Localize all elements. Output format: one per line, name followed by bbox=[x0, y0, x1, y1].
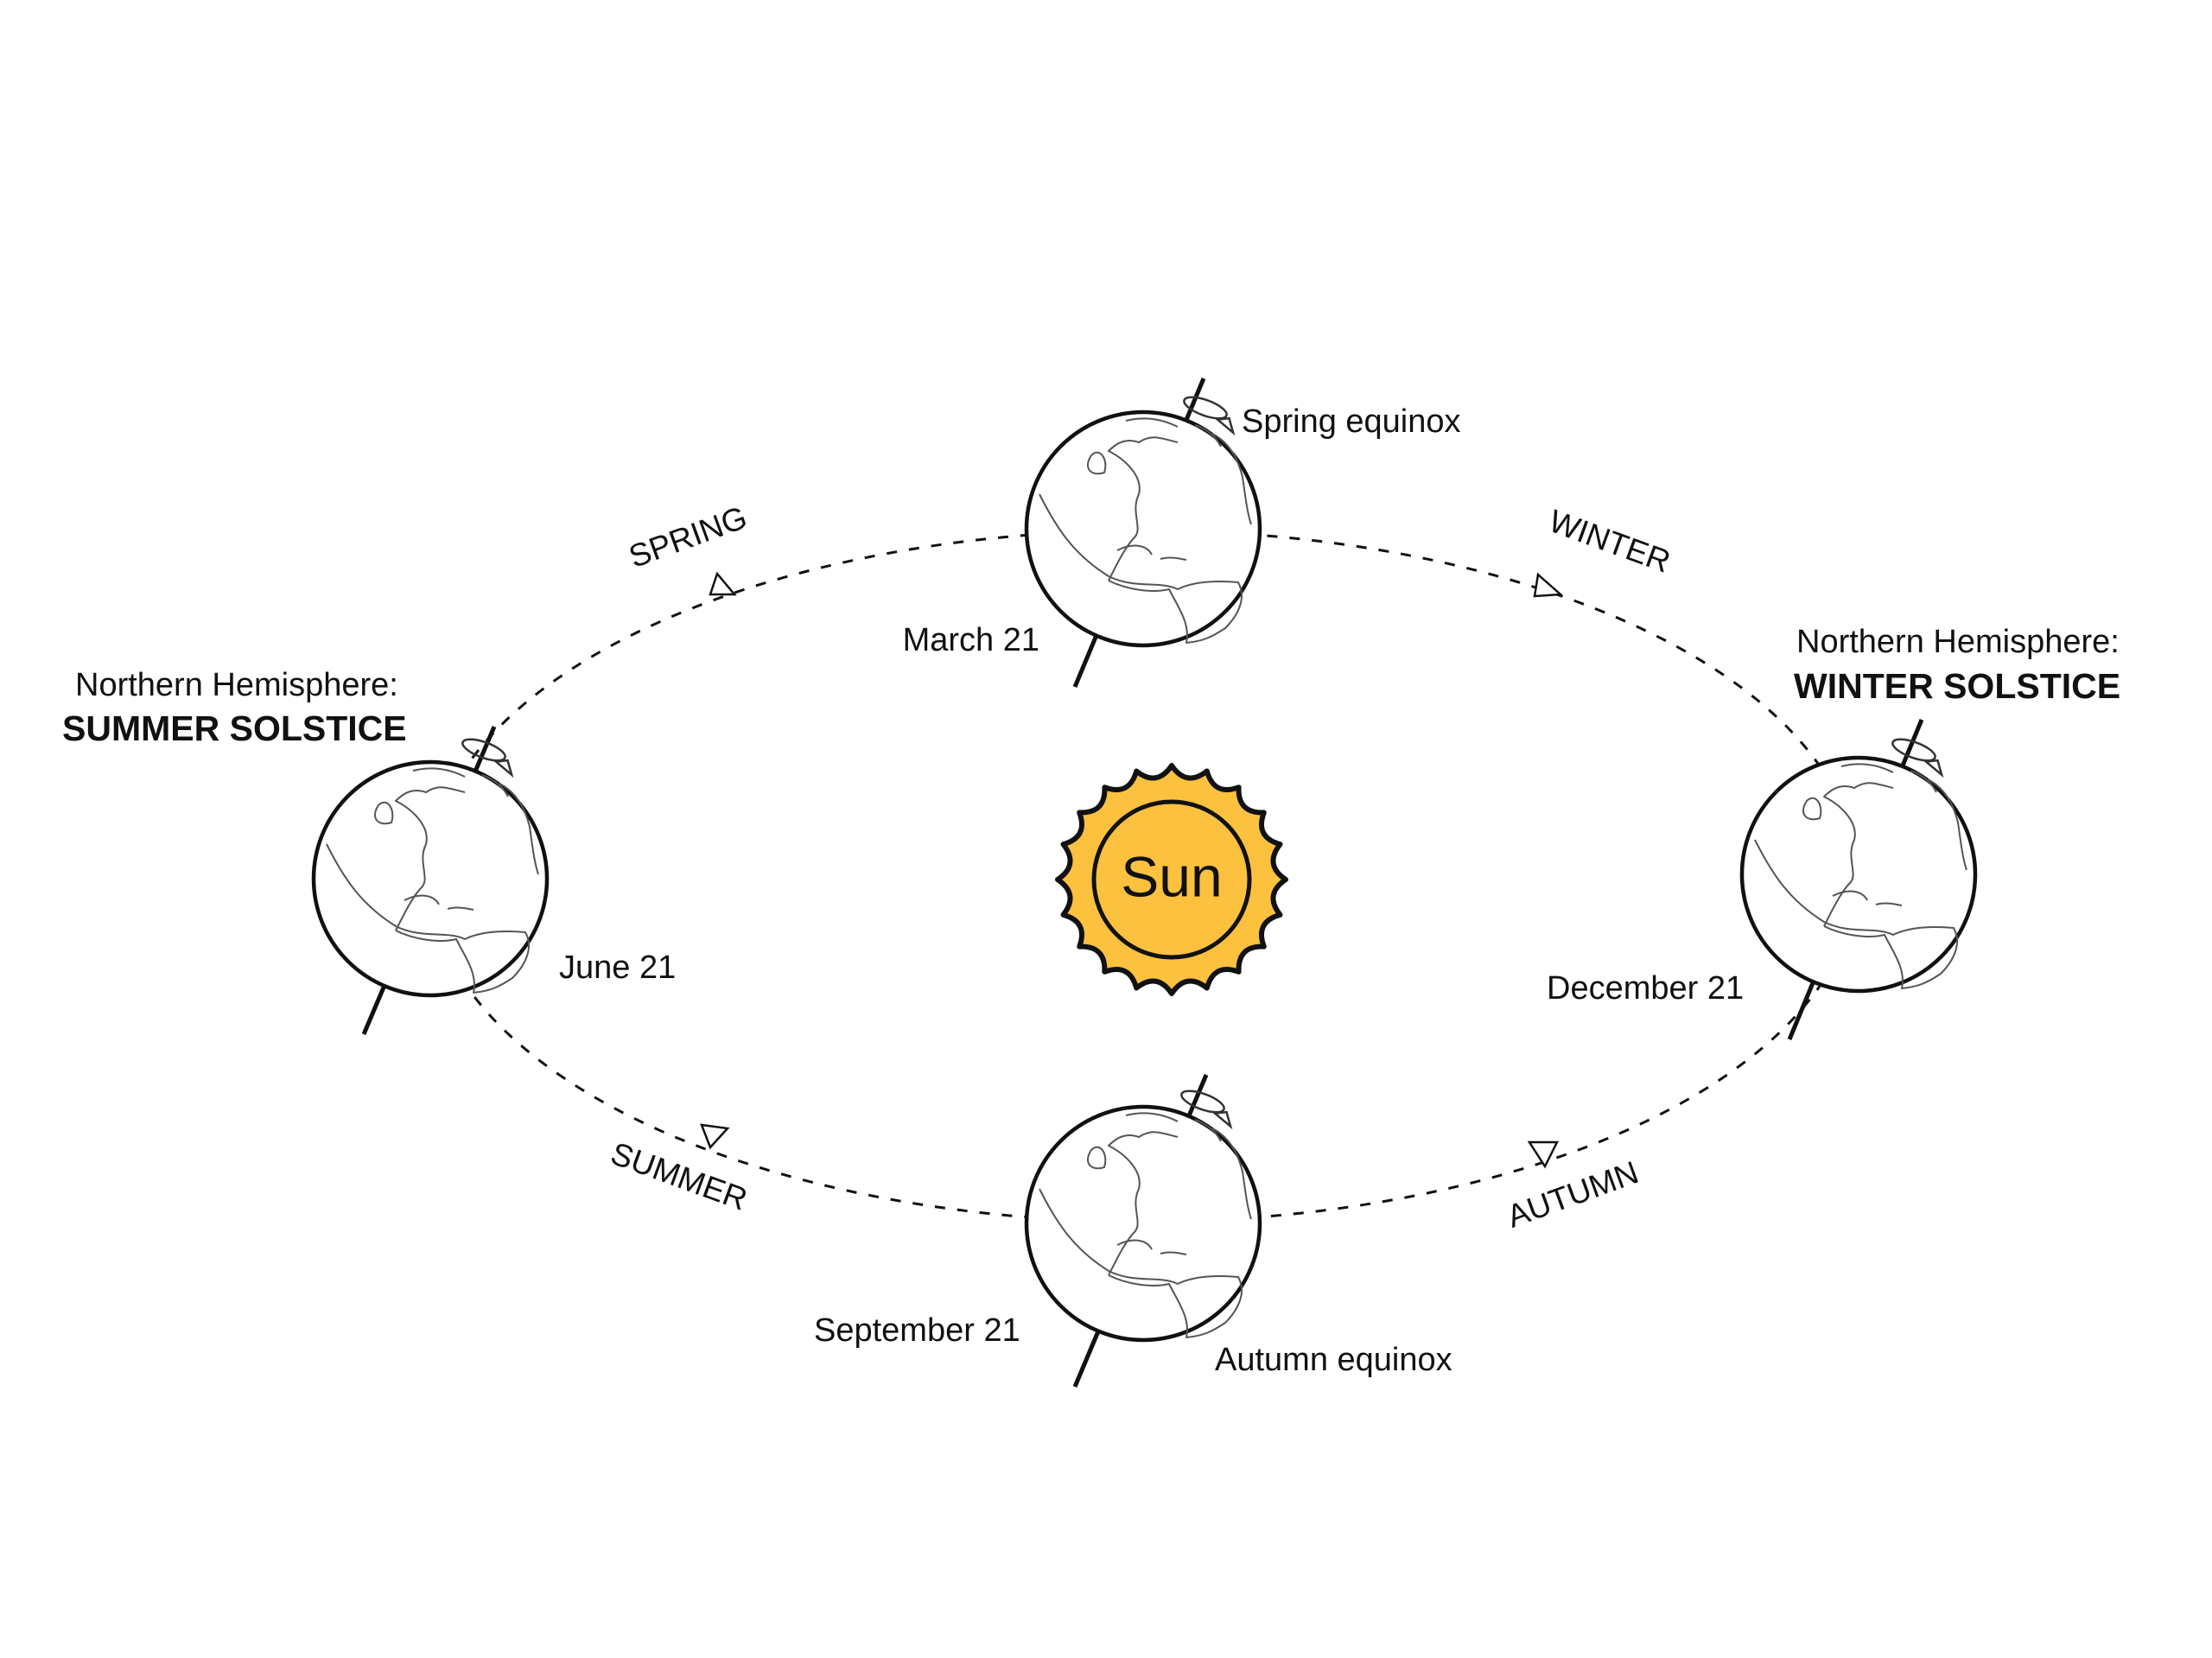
earth-december bbox=[1739, 719, 1978, 1040]
june-date-label: June 21 bbox=[559, 950, 676, 986]
season-label-autumn: AUTUMN bbox=[1503, 1154, 1643, 1235]
december-hemisphere-label: Northern Hemisphere: bbox=[1796, 624, 2120, 660]
march-date-label: March 21 bbox=[903, 622, 1039, 658]
autumn-equinox-label: Autumn equinox bbox=[1215, 1342, 1452, 1378]
season-label-spring: SPRING bbox=[624, 499, 751, 575]
september-date-label: September 21 bbox=[814, 1312, 1020, 1349]
season-label-summer: SUMMER bbox=[607, 1135, 753, 1217]
sun-icon: Sun bbox=[1055, 763, 1288, 996]
orbit-direction-arrow bbox=[1527, 1140, 1560, 1169]
june-hemisphere-label: Northern Hemisphere: bbox=[75, 667, 398, 703]
winter-solstice-label: WINTER SOLSTICE bbox=[1794, 666, 2120, 706]
earth-september bbox=[1024, 1074, 1262, 1388]
earth-march bbox=[1024, 378, 1262, 688]
season-label-winter: WINTER bbox=[1544, 503, 1675, 579]
orbit-direction-arrow bbox=[700, 1123, 730, 1150]
spring-equinox-label: Spring equinox bbox=[1242, 403, 1461, 440]
orbit-direction-arrow bbox=[709, 571, 737, 596]
december-date-label: December 21 bbox=[1547, 970, 1744, 1007]
orbit-direction-arrow bbox=[1533, 572, 1564, 598]
earth-june bbox=[311, 726, 550, 1035]
sun-label: Sun bbox=[1121, 844, 1222, 908]
summer-solstice-label: SUMMER SOLSTICE bbox=[62, 708, 407, 748]
